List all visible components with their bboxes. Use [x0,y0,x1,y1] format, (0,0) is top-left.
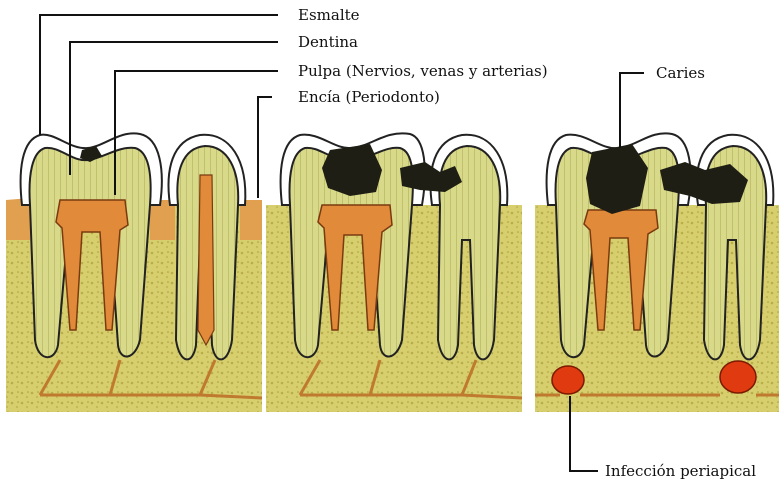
label-caries: Caries [656,64,705,82]
panel-caries-advanced [535,133,779,412]
label-esmalte: Esmalte [298,6,360,24]
caries-leader [620,73,644,148]
label-pulpa: Pulpa (Nervios, venas y arterias) [298,62,548,80]
periapical-infection-right [720,361,756,393]
label-encia: Encía (Periodonto) [298,88,440,106]
panel-caries-early [266,133,522,412]
esmalte-leader [40,15,278,135]
label-dentina: Dentina [298,33,358,51]
caries-lesion [322,144,382,196]
periapical-infection-left [552,366,584,394]
label-infeccion: Infección periapical [605,462,756,480]
encia-leader [258,97,272,198]
premolar-pulp [198,175,214,345]
caries-lesion [586,144,648,214]
panel-healthy [6,133,262,412]
